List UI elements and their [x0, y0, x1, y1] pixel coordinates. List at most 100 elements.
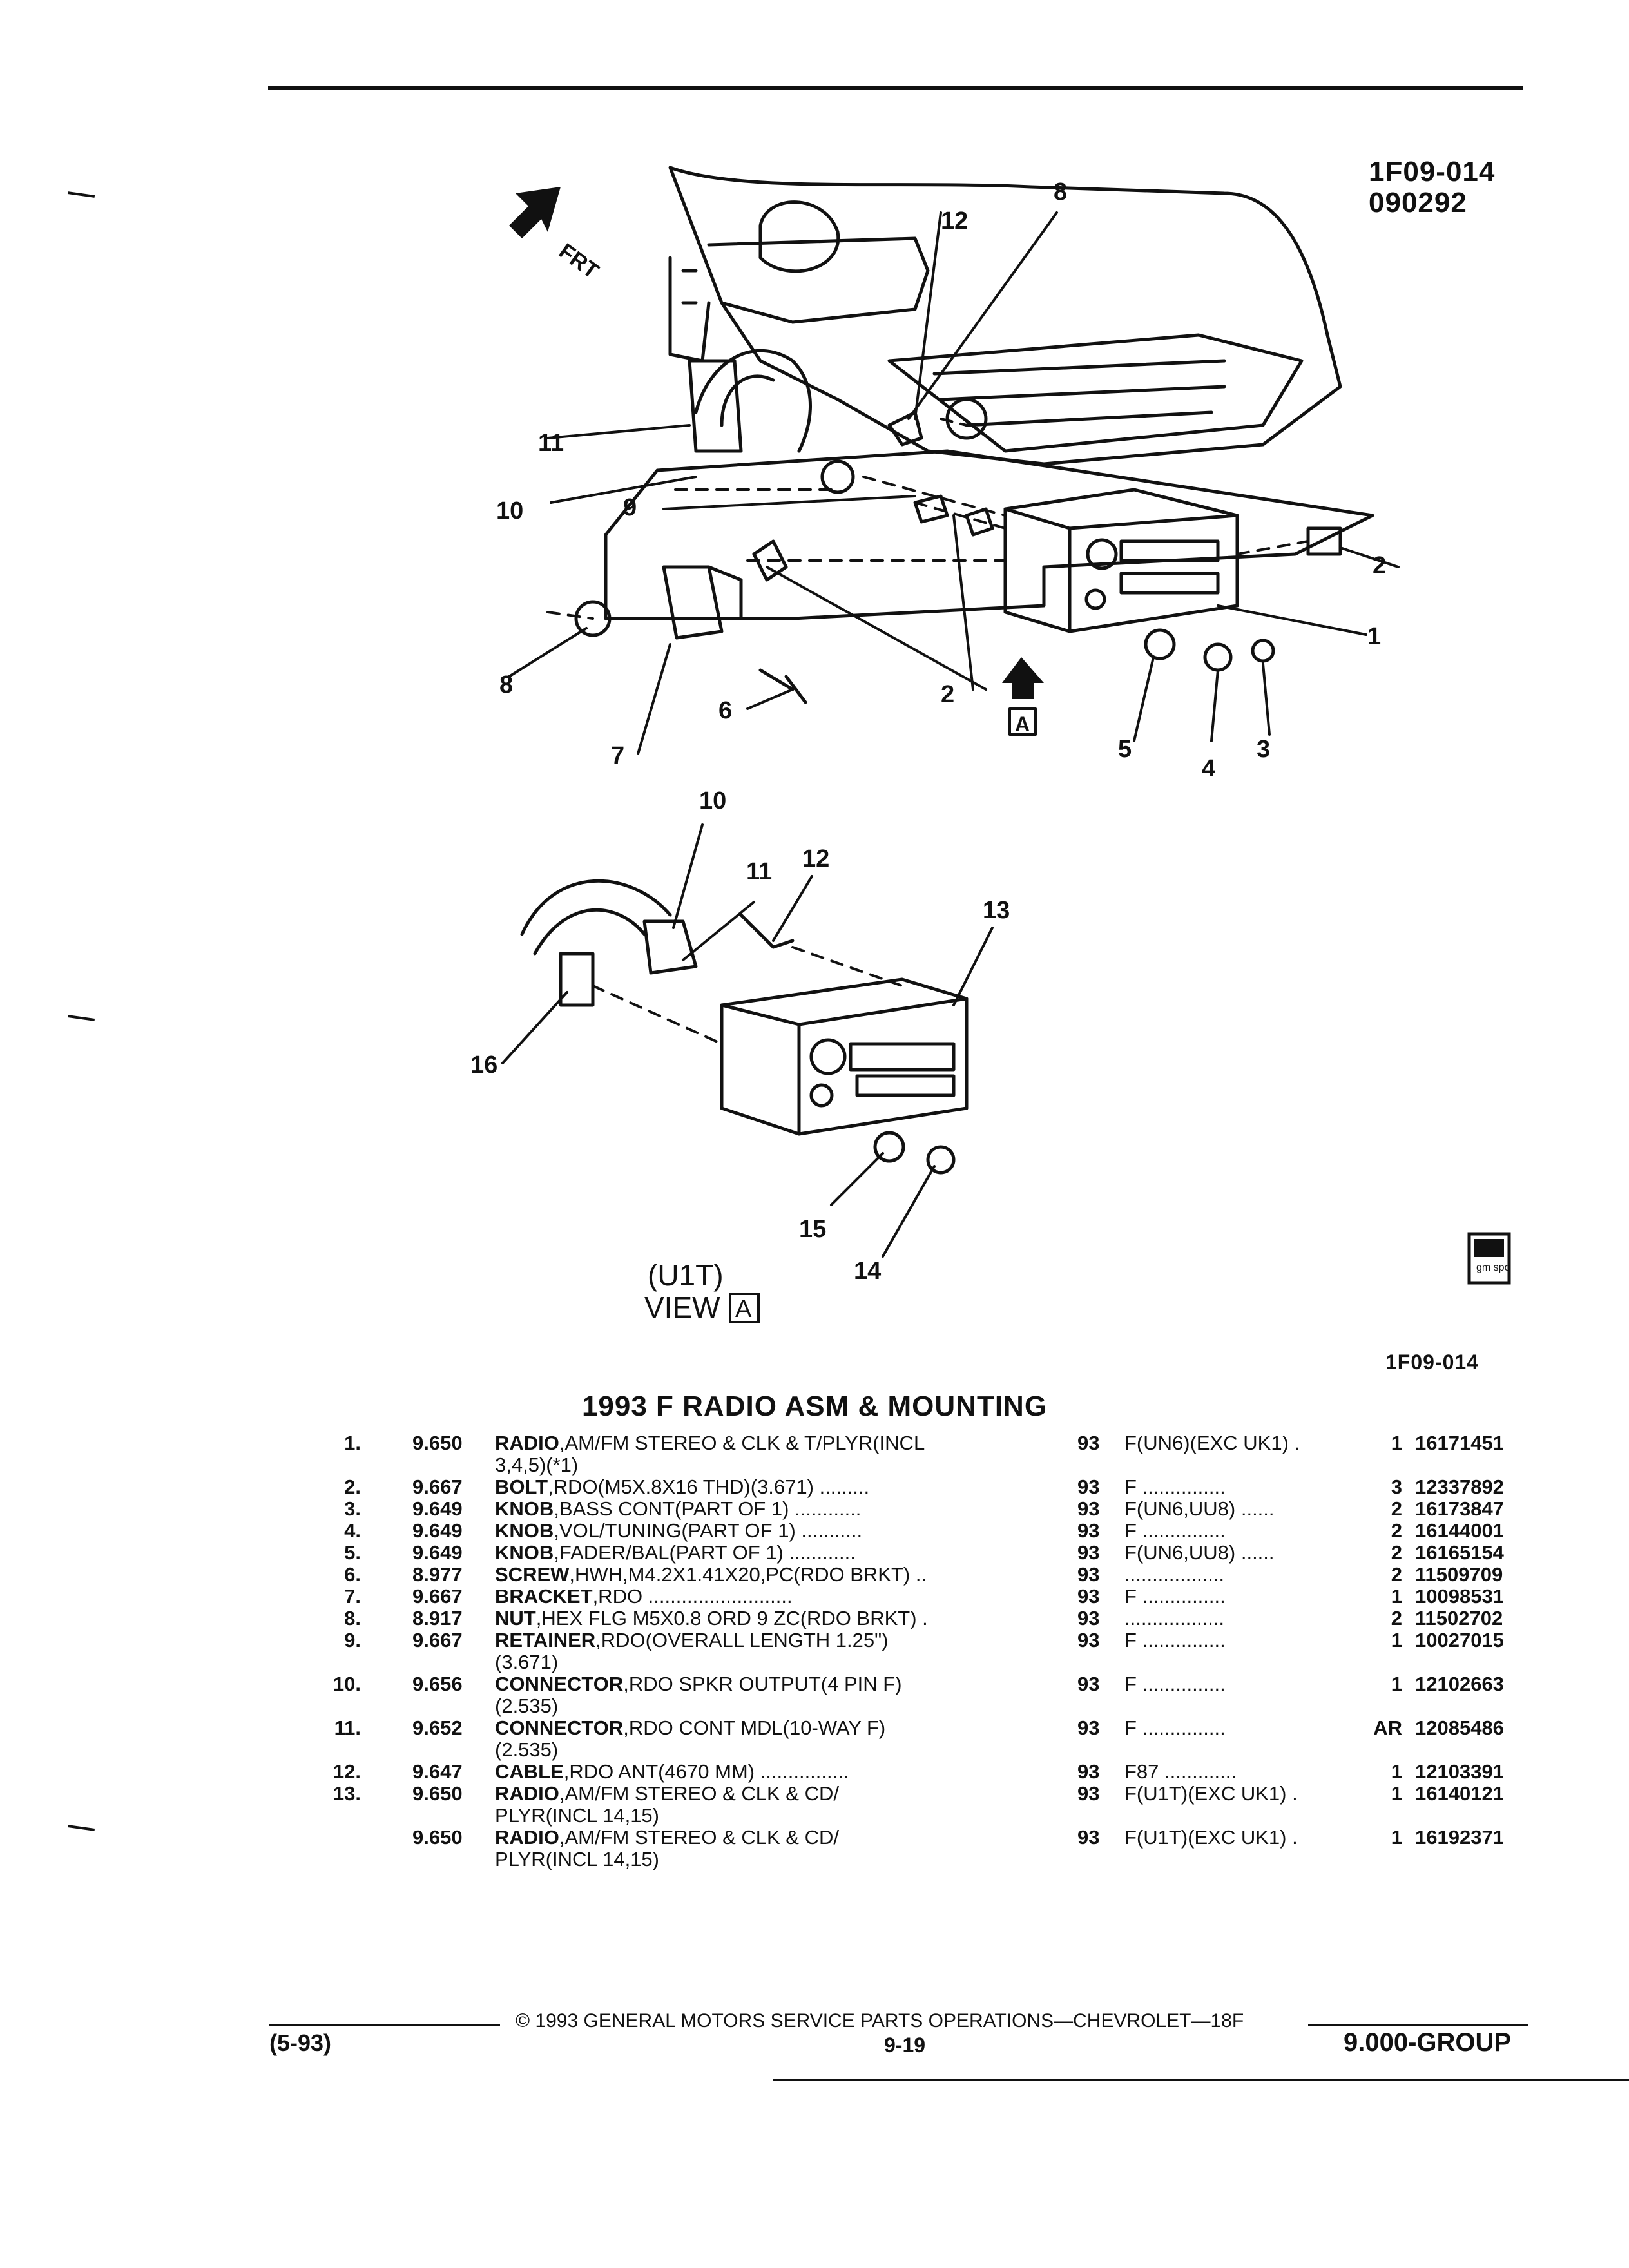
dash-vent	[758, 200, 840, 273]
part-description: ,AM/FM STEREO & CLK & CD/	[559, 1782, 839, 1805]
callout-10: 10	[496, 497, 523, 524]
part-name-cell: SCREW,HWH,M4.2X1.41X20,PC(RDO BRKT) ..	[495, 1563, 927, 1586]
part-name-cell: BOLT,RDO(M5X.8X16 THD)(3.671) .........	[495, 1475, 869, 1499]
wiring-harness	[694, 349, 812, 453]
nut-part	[574, 600, 612, 637]
group-number: 9.650	[412, 1432, 463, 1454]
model-code: F ...............	[1124, 1673, 1226, 1695]
quantity: 2	[1391, 1607, 1402, 1629]
part-description-continued: (3.671)	[495, 1651, 559, 1673]
mounting-plane	[604, 449, 1374, 620]
group-number: 9.647	[412, 1760, 463, 1783]
part-name: KNOB	[495, 1519, 554, 1542]
part-description-continued: 3,4,5)(*1)	[495, 1454, 579, 1476]
item-number: 12.	[333, 1760, 361, 1783]
part-name: BRACKET	[495, 1585, 593, 1608]
quantity: 2	[1391, 1497, 1402, 1520]
model-year: 93	[1077, 1585, 1100, 1608]
part-description: ,FADER/BAL(PART OF 1) ............	[554, 1541, 856, 1564]
part-number: 12085486	[1415, 1716, 1504, 1739]
part-number: 12337892	[1415, 1475, 1504, 1498]
callout-11: 11	[538, 430, 564, 457]
callout-13: 13	[983, 897, 1010, 924]
callout-11b: 11	[746, 858, 772, 885]
figure-date: 090292	[1369, 187, 1467, 218]
part-number: 16173847	[1415, 1497, 1504, 1520]
part-number: 16144001	[1415, 1519, 1504, 1542]
callout-10b: 10	[699, 787, 726, 814]
part-number: 10098531	[1415, 1585, 1504, 1608]
model-code: F(UN6)(EXC UK1) .	[1124, 1432, 1300, 1454]
model-year: 93	[1077, 1497, 1100, 1520]
group-number: 9.649	[412, 1541, 463, 1564]
model-year: 93	[1077, 1826, 1100, 1849]
group-number: 9.649	[412, 1497, 463, 1520]
inset-caption-line2: VIEW	[644, 1291, 720, 1324]
callout-15: 15	[799, 1216, 826, 1243]
part-number: 11509709	[1415, 1563, 1503, 1586]
group-number: 9.652	[412, 1716, 463, 1739]
item-number: 2.	[344, 1475, 361, 1498]
model-code: F(UN6,UU8) ......	[1124, 1541, 1275, 1564]
part-number: 16192371	[1415, 1826, 1504, 1849]
part-name: RADIO	[495, 1826, 559, 1849]
part-name-cell: RADIO,AM/FM STEREO & CLK & CD/	[495, 1826, 839, 1849]
model-year: 93	[1077, 1541, 1100, 1564]
group-number: 8.917	[412, 1607, 463, 1629]
group-number: 9.667	[412, 1585, 463, 1608]
part-description: ,VOL/TUNING(PART OF 1) ...........	[554, 1519, 863, 1542]
callout-4: 4	[1202, 755, 1215, 782]
item-number: 8.	[344, 1607, 361, 1629]
top-rule	[268, 86, 1523, 90]
figure-code-top: 1F09-014	[1369, 156, 1496, 187]
item-number: 5.	[344, 1541, 361, 1564]
section-title: 1993 F RADIO ASM & MOUNTING	[581, 1390, 1048, 1422]
callout-2a: 2	[1373, 552, 1386, 579]
model-year: 93	[1077, 1716, 1100, 1739]
callout-9: 9	[623, 494, 637, 521]
quantity: 1	[1391, 1673, 1402, 1695]
model-code: F87 .............	[1124, 1760, 1237, 1783]
part-number: 16140121	[1415, 1782, 1504, 1805]
logo-text: gm spo	[1476, 1262, 1510, 1273]
item-number: 10.	[333, 1673, 361, 1695]
part-name: BOLT	[495, 1475, 548, 1498]
part-name-cell: KNOB,BASS CONT(PART OF 1) ............	[495, 1497, 861, 1521]
model-year: 93	[1077, 1432, 1100, 1454]
inset-antenna-cable	[739, 913, 795, 949]
item-number: 9.	[344, 1629, 361, 1651]
model-code: F ...............	[1124, 1475, 1226, 1498]
part-description: ,HWH,M4.2X1.41X20,PC(RDO BRKT) ..	[569, 1563, 927, 1586]
part-name-cell: KNOB,VOL/TUNING(PART OF 1) ...........	[495, 1519, 862, 1542]
inset-harness	[520, 879, 698, 975]
figure-code-bottom: 1F09-014	[1385, 1350, 1479, 1374]
quantity: AR	[1373, 1716, 1402, 1739]
callout-12b: 12	[802, 845, 829, 872]
item-number: 4.	[344, 1519, 361, 1542]
quantity: 1	[1391, 1826, 1402, 1849]
model-year: 93	[1077, 1563, 1100, 1586]
group-number: 9.649	[412, 1519, 463, 1542]
part-name-cell: RETAINER,RDO(OVERALL LENGTH 1.25")	[495, 1629, 888, 1652]
quantity: 1	[1391, 1629, 1402, 1651]
view-a-arrow	[1002, 657, 1044, 699]
model-code: F ...............	[1124, 1519, 1226, 1542]
group-number: 9.650	[412, 1826, 463, 1849]
model-code: ..................	[1124, 1563, 1225, 1586]
group-number: 9.667	[412, 1475, 463, 1498]
part-name-cell: RADIO,AM/FM STEREO & CLK & T/PLYR(INCL	[495, 1432, 925, 1455]
callout-8b: 8	[1054, 178, 1067, 206]
model-year: 93	[1077, 1782, 1100, 1805]
part-description-continued: PLYR(INCL 14,15)	[495, 1804, 659, 1827]
part-description: ,RDO(OVERALL LENGTH 1.25")	[595, 1629, 889, 1651]
part-description: ,AM/FM STEREO & CLK & CD/	[559, 1826, 839, 1849]
